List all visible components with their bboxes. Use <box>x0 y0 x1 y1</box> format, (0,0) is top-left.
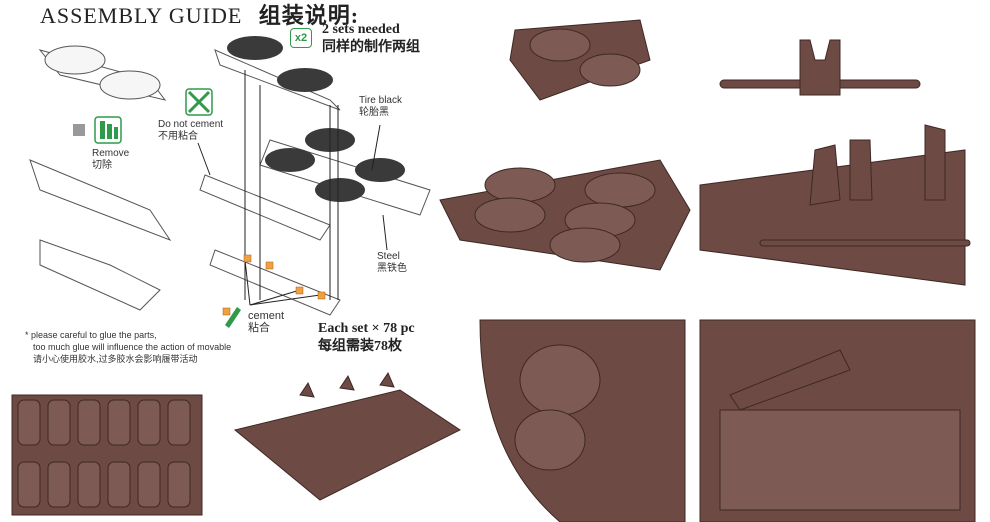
photo-closeup-guides <box>699 124 971 286</box>
cement-cn: 粘合 <box>248 322 270 334</box>
photo-curved-closeup <box>699 319 976 522</box>
photo-curved-track <box>479 319 686 522</box>
cement-label: cement <box>248 310 285 322</box>
photo-link-pair <box>439 159 691 271</box>
x2-badge: x2 <box>290 28 312 48</box>
assembly-diagram <box>29 36 431 328</box>
remove-label: Remove <box>92 148 130 159</box>
note-line2: too much glue will influence the action … <box>33 342 232 352</box>
each-set-label: Each set × 78 pc <box>318 321 415 336</box>
tire-black-label: Tire black <box>359 95 402 106</box>
remove-cn: 切除 <box>92 160 112 171</box>
do-not-cement-cn: 不用粘合 <box>158 131 198 142</box>
photo-track-angled <box>233 371 461 501</box>
each-set-cn: 每组需装78枚 <box>318 339 402 354</box>
sets-needed-label: 2 sets needed <box>322 22 400 37</box>
photo-track-strip <box>11 394 203 516</box>
title-cn: 组装说明: <box>258 3 360 28</box>
steel-label: Steel <box>377 251 400 262</box>
photo-pin-part <box>719 39 921 96</box>
tire-black-cn: 轮胎黑 <box>359 107 389 118</box>
do-not-cement-label: Do not cement <box>158 119 224 130</box>
title-en: ASSEMBLY GUIDE <box>40 3 243 28</box>
sets-needed-cn: 同样的制作两组 <box>322 40 420 55</box>
note-line1: * please careful to glue the parts, <box>25 330 157 340</box>
photo-single-link <box>509 19 651 101</box>
steel-cn: 黑铁色 <box>377 263 407 274</box>
cement-brush-icon <box>225 307 241 328</box>
note-line3: 请小心使用胶水,过多胶水会影响履带活动 <box>33 354 198 364</box>
page-title: ASSEMBLY GUIDE 组装说明: <box>40 0 359 30</box>
tire-pad <box>227 36 283 60</box>
